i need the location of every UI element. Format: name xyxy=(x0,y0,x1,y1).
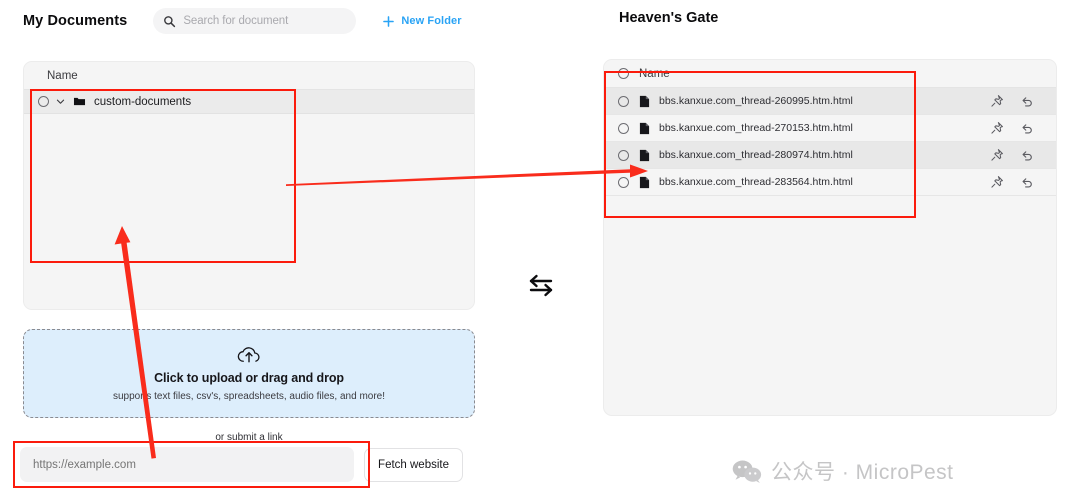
right-panel-title: Heaven's Gate xyxy=(619,10,719,26)
target-folder-card: Name bbs.kanxue.com_thread-260995.htm.ht… xyxy=(603,59,1057,416)
undo-icon[interactable] xyxy=(1020,148,1034,162)
file-name-label: bbs.kanxue.com_thread-270153.htm.html xyxy=(659,122,853,134)
fetch-website-button[interactable]: Fetch website xyxy=(364,447,463,482)
watermark-text: 公众号 · MicroPest xyxy=(771,461,954,484)
document-icon xyxy=(639,95,650,107)
left-column-header: Name xyxy=(24,62,474,90)
document-icon xyxy=(639,149,650,161)
upload-dropzone[interactable]: Click to upload or drag and drop support… xyxy=(23,329,475,418)
tree-row-custom-documents[interactable]: custom-documents xyxy=(24,90,474,114)
left-column-header-name: Name xyxy=(47,69,78,82)
right-column-header: Name xyxy=(604,60,1056,88)
search-placeholder: Search for document xyxy=(183,15,289,27)
row-actions xyxy=(990,94,1034,108)
row-actions xyxy=(990,175,1034,189)
wechat-icon xyxy=(732,460,762,483)
page-title: My Documents xyxy=(23,13,128,29)
file-name-label: bbs.kanxue.com_thread-283564.htm.html xyxy=(659,176,853,188)
plus-icon xyxy=(383,15,395,27)
row-actions xyxy=(990,148,1034,162)
left-panel-header: My Documents Search for document New Fol… xyxy=(23,6,493,36)
or-submit-link-label: or submit a link xyxy=(215,432,283,443)
table-row[interactable]: bbs.kanxue.com_thread-280974.htm.html xyxy=(604,142,1056,169)
swap-horizontal-icon[interactable] xyxy=(524,268,558,302)
new-folder-label: New Folder xyxy=(401,15,462,27)
url-input[interactable] xyxy=(20,447,355,482)
pin-icon[interactable] xyxy=(990,148,1004,162)
row-checkbox[interactable] xyxy=(618,149,629,161)
table-row[interactable]: bbs.kanxue.com_thread-270153.htm.html xyxy=(604,115,1056,142)
document-icon xyxy=(639,176,650,188)
undo-icon[interactable] xyxy=(1020,94,1034,108)
pin-icon[interactable] xyxy=(990,94,1004,108)
document-icon xyxy=(639,122,650,134)
tree-row-checkbox[interactable] xyxy=(38,96,49,107)
row-checkbox[interactable] xyxy=(618,176,629,188)
table-row[interactable]: bbs.kanxue.com_thread-283564.htm.html xyxy=(604,169,1056,196)
chevron-down-icon[interactable] xyxy=(55,96,66,107)
pin-icon[interactable] xyxy=(990,175,1004,189)
folder-icon xyxy=(73,97,86,106)
row-actions xyxy=(990,121,1034,135)
documents-tree-card: Name custom-documents xyxy=(23,61,475,310)
select-all-checkbox[interactable] xyxy=(618,68,629,79)
file-name-label: bbs.kanxue.com_thread-280974.htm.html xyxy=(659,149,853,161)
tree-empty-body xyxy=(24,114,474,309)
upload-title: Click to upload or drag and drop xyxy=(154,371,344,385)
row-checkbox[interactable] xyxy=(618,122,629,134)
tree-row-label: custom-documents xyxy=(94,95,192,108)
undo-icon[interactable] xyxy=(1020,175,1034,189)
row-checkbox[interactable] xyxy=(618,95,629,107)
undo-icon[interactable] xyxy=(1020,121,1034,135)
search-input[interactable]: Search for document xyxy=(153,8,357,34)
pin-icon[interactable] xyxy=(990,121,1004,135)
search-icon xyxy=(164,15,176,27)
url-submit-row: Fetch website xyxy=(20,447,463,482)
watermark: 公众号 · MicroPest xyxy=(732,456,954,486)
cloud-upload-icon xyxy=(237,347,260,363)
table-row[interactable]: bbs.kanxue.com_thread-260995.htm.html xyxy=(604,88,1056,115)
right-column-header-name: Name xyxy=(639,67,670,80)
new-folder-button[interactable]: New Folder xyxy=(382,15,462,28)
file-name-label: bbs.kanxue.com_thread-260995.htm.html xyxy=(659,95,853,107)
upload-subtitle: supports text files, csv's, spreadsheets… xyxy=(112,391,386,402)
